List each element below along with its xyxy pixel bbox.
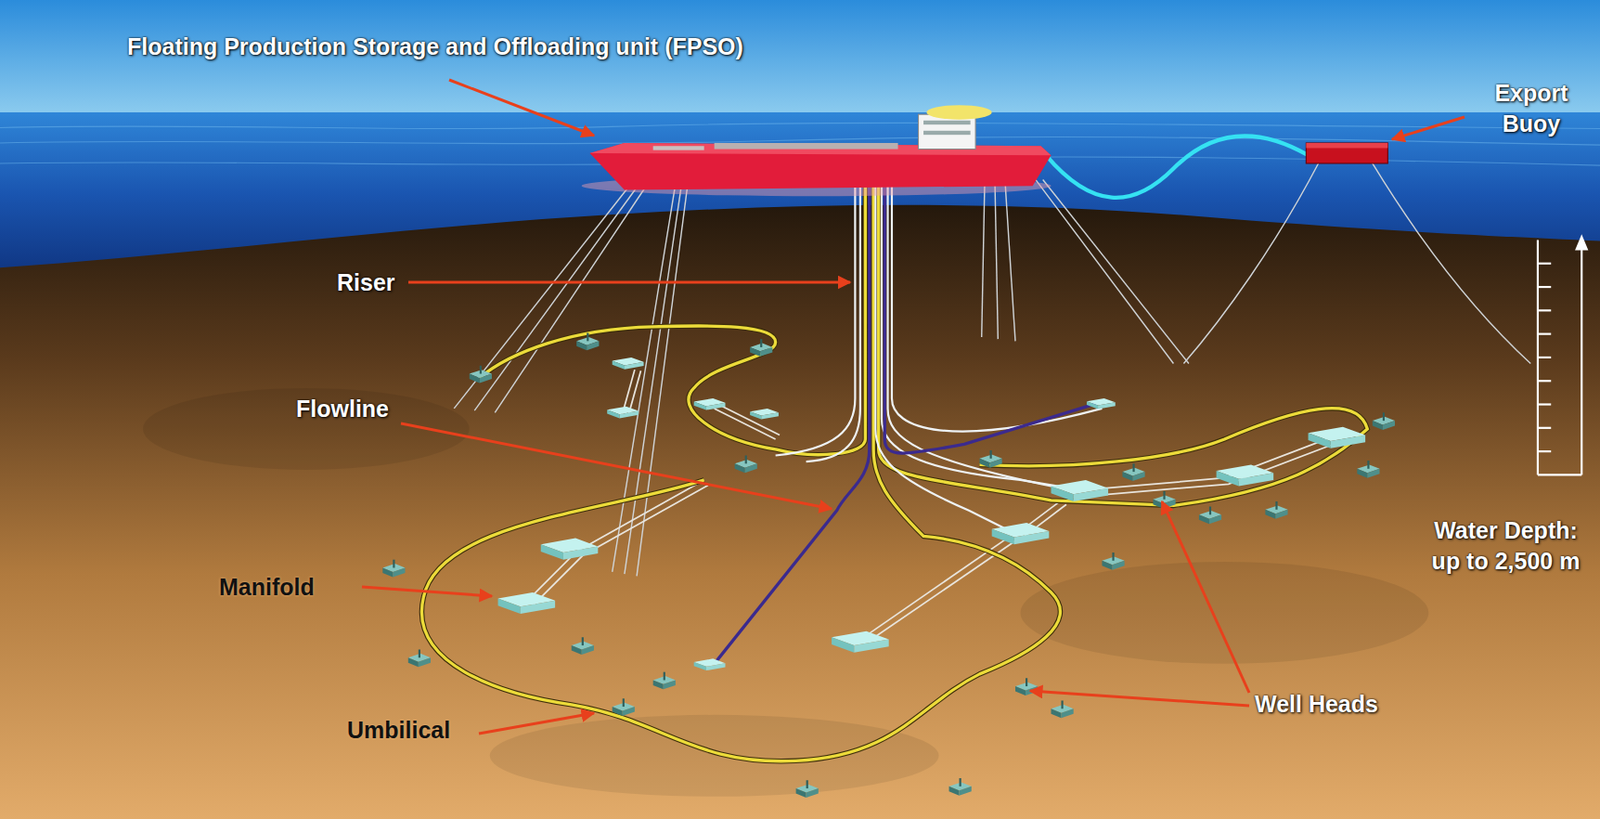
leader-arrow <box>478 712 594 734</box>
part-label: Manifold <box>219 571 315 603</box>
seabed <box>0 205 1600 819</box>
leader-arrow <box>1030 690 1250 706</box>
depth-scale <box>1537 236 1588 475</box>
leader-arrow <box>408 281 851 284</box>
purple-flowlines <box>714 163 1097 664</box>
leader-arrow <box>361 586 492 596</box>
part-label: Export Buoy <box>1470 77 1592 139</box>
fpso-vessel <box>581 104 1052 196</box>
mooring-lines <box>453 163 1531 576</box>
part-label: Well Heads <box>1254 688 1379 720</box>
well-heads <box>382 333 1395 798</box>
sky <box>0 0 1600 123</box>
flowline-pipes <box>525 369 1331 642</box>
umbilical-lines <box>421 163 1368 762</box>
leader-arrow <box>400 423 832 509</box>
riser-pipes <box>775 163 1103 531</box>
part-label: Water Depth: up to 2,500 m <box>1419 515 1592 576</box>
part-label: Flowline <box>296 393 389 425</box>
export-buoy <box>1305 142 1388 164</box>
leader-arrow <box>1392 116 1465 140</box>
part-label: Floating Production Storage and Offloadi… <box>127 31 744 63</box>
part-label: Umbilical <box>347 714 451 746</box>
export-hose <box>1045 135 1309 197</box>
leader-arrow <box>449 79 594 136</box>
manifolds <box>498 357 1367 671</box>
leader-arrow <box>1161 501 1250 693</box>
part-label: Riser <box>336 267 396 298</box>
